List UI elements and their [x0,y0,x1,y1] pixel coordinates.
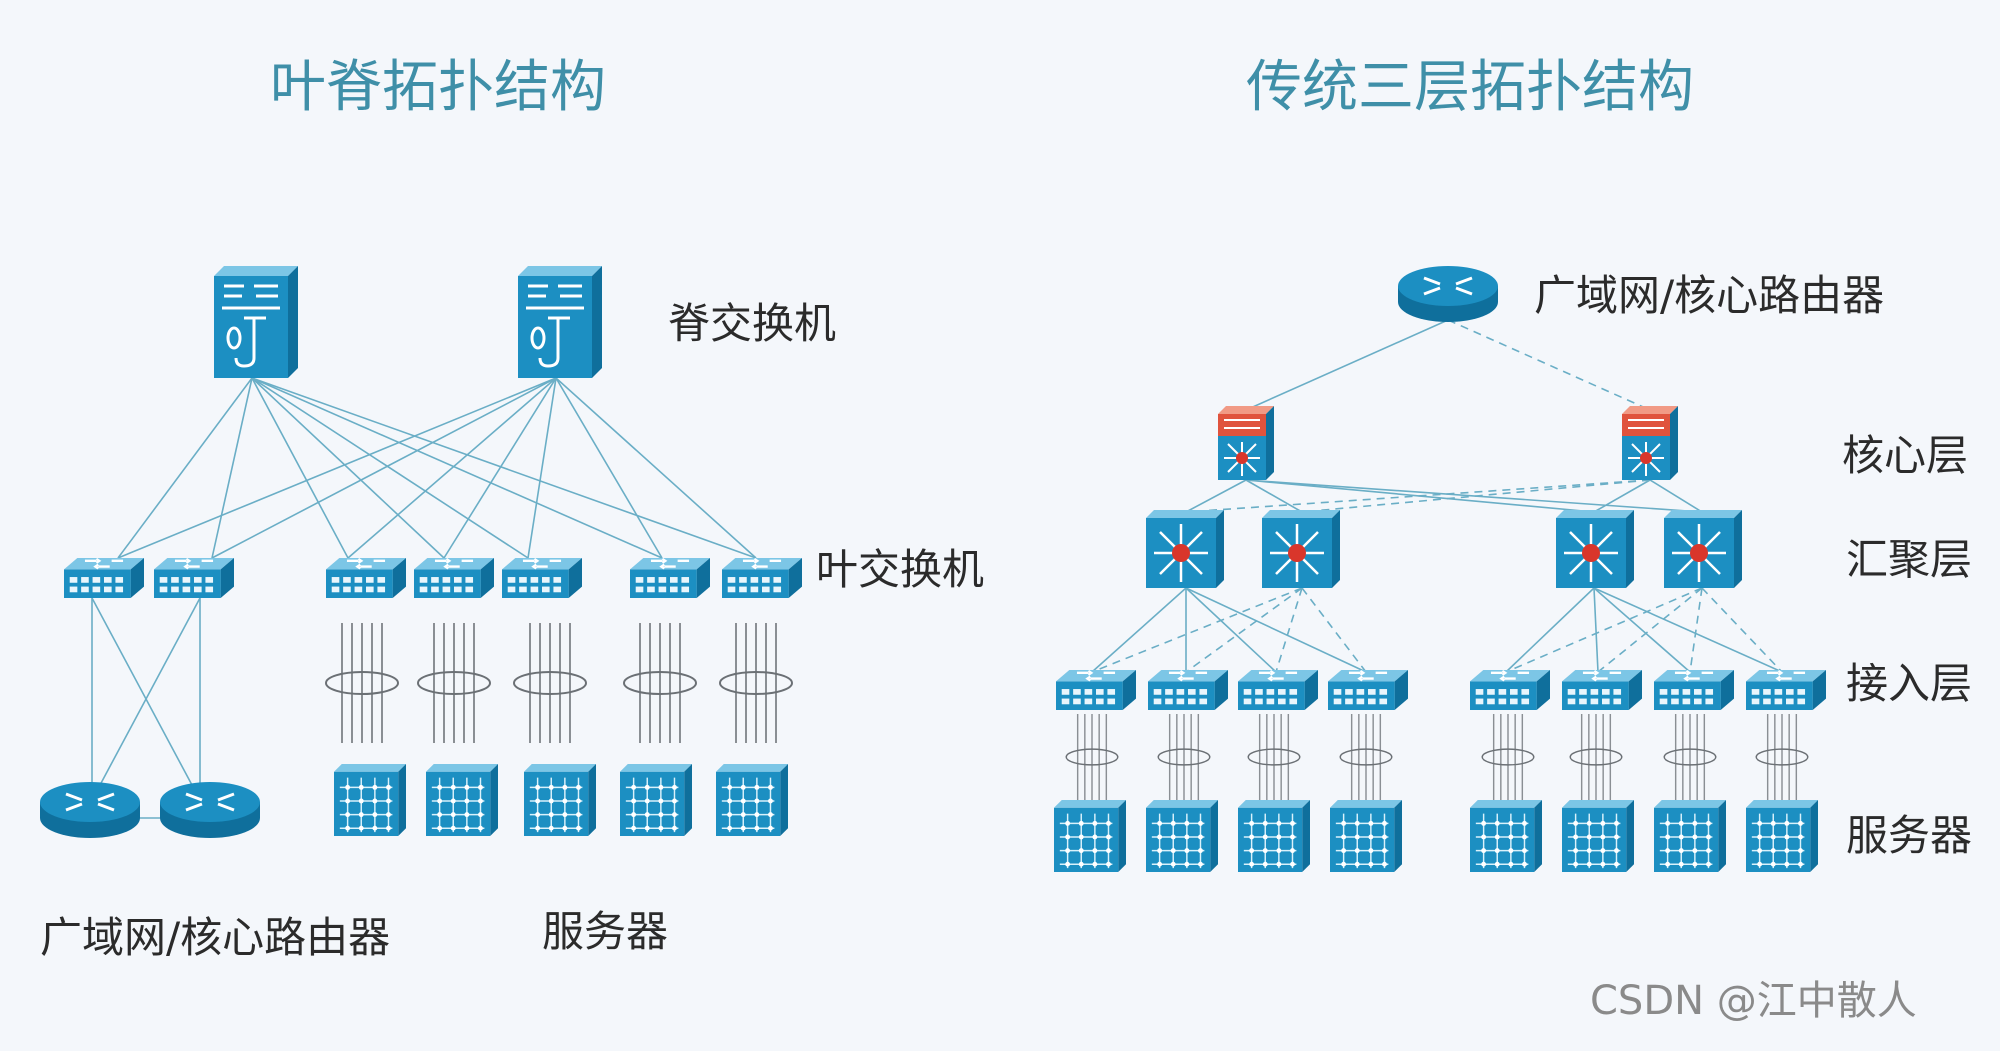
left-title: 叶脊拓扑结构 [270,55,606,120]
cable-bundle-icon [622,621,698,745]
leaf-switch-icon [152,558,236,598]
aggregation-layer-label: 汇聚层 [1846,535,1972,584]
leaf-switch-icon [720,558,804,598]
server-icon [1654,800,1726,872]
right-title: 传统三层拓扑结构 [1246,55,1694,120]
router-icon [40,782,140,838]
wan-router-icon [1398,266,1498,322]
server-icon [1054,800,1126,872]
leaf-switches [62,558,804,598]
leaf-switch-icon [412,558,496,598]
right-links [1091,319,1783,673]
server-icon [1330,800,1402,872]
access-switch-icon [1054,670,1138,710]
aggregation-switches [1146,510,1742,588]
core-layer-label: 核心层 [1842,431,1968,480]
access-switch-icon [1326,670,1410,710]
server-icon [716,764,788,836]
cable-bundle-icon [1755,714,1809,800]
right-servers [1054,800,1818,872]
leaf-switch-icon [628,558,712,598]
cable-bundle-icon [512,621,588,745]
server-icon [1238,800,1310,872]
right-cable-bundles [1065,714,1809,800]
watermark: CSDN @江中散人 [1590,978,1917,1024]
access-switch-icon [1744,670,1828,710]
cable-bundle-icon [1569,714,1623,800]
server-icon [426,764,498,836]
access-switch-icon [1652,670,1736,710]
spine-switches [214,266,602,378]
access-switches [1054,670,1828,710]
access-switch-icon [1468,670,1552,710]
left-links [91,377,757,819]
cable-bundle-icon [416,621,492,745]
spine-switch-icon [214,266,298,378]
core-switch-icon [1218,406,1274,480]
cable-bundle-icon [1339,714,1393,800]
cable-bundle-icon [1663,714,1717,800]
right-servers-label: 服务器 [1846,811,1972,860]
aggregation-switch-icon [1146,510,1224,588]
server-icon [334,764,406,836]
leaf-switch-icon [324,558,408,598]
aggregation-switch-icon [1262,510,1340,588]
left-routers [40,782,260,838]
access-layer-label: 接入层 [1846,659,1972,708]
router-icon [160,782,260,838]
server-icon [1146,800,1218,872]
leaf-switch-icon [500,558,584,598]
server-icon [620,764,692,836]
wan-router-label: 广域网/核心路由器 [1534,271,1884,320]
cable-bundle-icon [1065,714,1119,800]
aggregation-switch-icon [1664,510,1742,588]
left-cable-bundles [324,621,794,745]
server-icon [524,764,596,836]
spine-switch-icon [518,266,602,378]
leaf-switch-label: 叶交换机 [816,545,984,594]
cable-bundle-icon [1481,714,1535,800]
access-switch-icon [1236,670,1320,710]
core-switch-icon [1622,406,1678,480]
cable-bundle-icon [1157,714,1211,800]
access-switch-icon [1560,670,1644,710]
left-routers-label: 广域网/核心路由器 [40,913,390,962]
aggregation-switch-icon [1556,510,1634,588]
left-servers [334,764,788,836]
spine-switch-label: 脊交换机 [668,299,836,348]
server-icon [1470,800,1542,872]
cable-bundle-icon [718,621,794,745]
core-switches [1218,406,1678,480]
server-icon [1746,800,1818,872]
server-icon [1562,800,1634,872]
left-servers-label: 服务器 [542,907,668,956]
access-switch-icon [1146,670,1230,710]
cable-bundle-icon [1247,714,1301,800]
leaf-switch-icon [62,558,146,598]
cable-bundle-icon [324,621,400,745]
